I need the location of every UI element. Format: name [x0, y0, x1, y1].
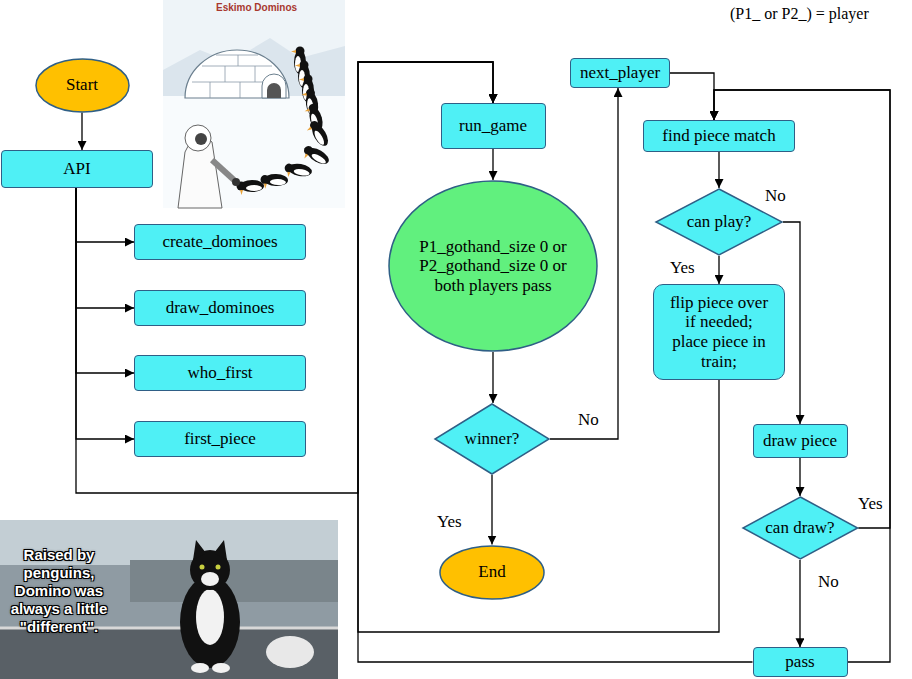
node-label: Start	[66, 75, 98, 95]
node-label: can draw?	[765, 518, 834, 538]
flow-arrow	[492, 352, 493, 403]
cat-photo	[0, 520, 338, 679]
node-text: can play?	[687, 212, 752, 232]
node-text: who_first	[187, 363, 252, 383]
node-text: draw piece	[763, 431, 837, 451]
node-text: pass	[785, 652, 814, 672]
node-label: first_piece	[184, 429, 256, 449]
flow-arrow	[76, 188, 134, 439]
node-label: who_first	[187, 363, 252, 383]
process-box: run_game	[441, 103, 546, 149]
process-box: who_first	[134, 355, 306, 391]
photo-caption: Raised by penguins, Domino was always a …	[3, 546, 115, 636]
node-text: Start	[66, 75, 98, 95]
branch-label: Yes	[437, 512, 462, 532]
node-label: flip piece over if needed; place piece i…	[667, 293, 771, 371]
process-box: first_piece	[134, 421, 306, 457]
node-label: P1_gothand_size 0 or P2_gothand_size 0 o…	[413, 237, 573, 296]
node-text: next_player	[580, 63, 660, 83]
decision-diamond: can draw?	[742, 496, 859, 560]
flow-arrow	[718, 256, 719, 284]
node-text: API	[63, 159, 90, 179]
node-label: can play?	[687, 212, 752, 232]
branch-label: No	[578, 410, 599, 430]
node-label: End	[478, 562, 505, 582]
flow-arrow	[783, 222, 800, 424]
process-box: draw_dominoes	[134, 290, 306, 326]
node-text: P1_gothand_size 0 or P2_gothand_size 0 o…	[413, 237, 573, 296]
node-label: run_game	[459, 116, 527, 136]
node-text: can draw?	[765, 518, 834, 538]
branch-label: Yes	[858, 494, 883, 514]
process-box: find piece match	[643, 120, 795, 152]
decision-diamond: winner?	[434, 403, 550, 475]
node-label: next_player	[580, 63, 660, 83]
cartoon-title: Eskimo Dominos	[216, 2, 297, 14]
flow-arrow	[718, 152, 719, 188]
node-label: draw piece	[763, 431, 837, 451]
node-label: find piece match	[662, 126, 775, 146]
node-text: draw_dominoes	[166, 298, 275, 318]
process-box: create_dominoes	[134, 224, 306, 260]
node-text: run_game	[459, 116, 527, 136]
flow-arrow	[76, 188, 134, 308]
decision-diamond: can play?	[655, 188, 783, 256]
node-text: End	[478, 562, 505, 582]
process-box: pass	[753, 647, 848, 677]
node-text: create_dominoes	[162, 232, 277, 252]
node-label: pass	[785, 652, 814, 672]
node-label: winner?	[465, 429, 520, 449]
terminator-oval: End	[439, 545, 545, 600]
flow-arrow	[670, 73, 714, 120]
branch-label: Yes	[670, 258, 695, 278]
terminator-oval: Start	[35, 58, 130, 113]
branch-label: No	[818, 572, 839, 592]
flow-arrow	[492, 149, 493, 180]
flow-arrow	[76, 188, 134, 242]
condition-ellipse: P1_gothand_size 0 or P2_gothand_size 0 o…	[388, 180, 598, 352]
node-text: flip piece over if needed; place piece i…	[667, 293, 771, 371]
branch-label: No	[765, 186, 786, 206]
flow-arrow	[491, 475, 492, 545]
flow-arrow	[81, 113, 82, 151]
node-label: API	[63, 159, 90, 179]
node-text: winner?	[465, 429, 520, 449]
node-text: find piece match	[662, 126, 775, 146]
cartoon-illustration	[163, 0, 345, 208]
process-box: draw piece	[753, 424, 848, 458]
flow-arrow	[799, 458, 800, 496]
legend-note: (P1_ or P2_) = player	[730, 4, 869, 23]
flow-arrow	[76, 188, 134, 373]
node-label: draw_dominoes	[166, 298, 275, 318]
node-text: first_piece	[184, 429, 256, 449]
node-label: create_dominoes	[162, 232, 277, 252]
process-box: next_player	[570, 58, 670, 88]
process-box: flip piece over if needed; place piece i…	[653, 284, 785, 380]
process-box: API	[1, 150, 153, 188]
flow-arrow	[799, 560, 800, 647]
